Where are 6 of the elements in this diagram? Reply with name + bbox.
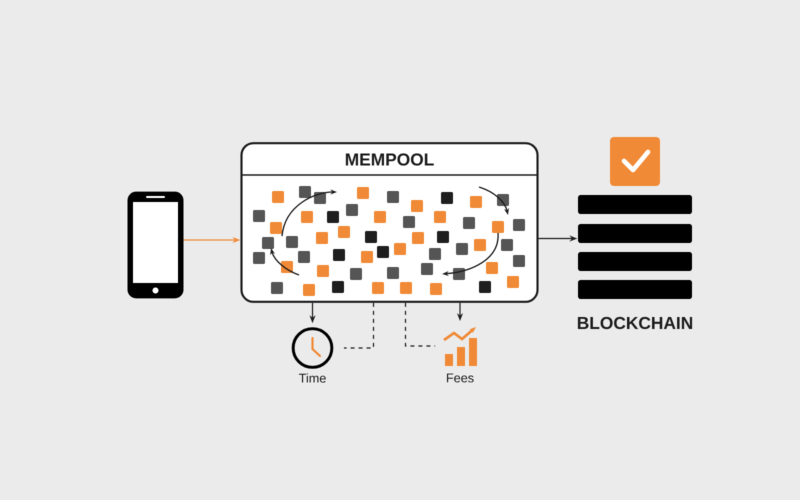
dashed-connector xyxy=(404,302,436,347)
phone-drawing xyxy=(128,192,184,298)
icon-label: Fees xyxy=(446,374,474,382)
dashed-connector xyxy=(344,302,374,349)
icon-label: Time xyxy=(298,373,326,383)
block-label: BLOCKCHAIN xyxy=(578,316,692,330)
